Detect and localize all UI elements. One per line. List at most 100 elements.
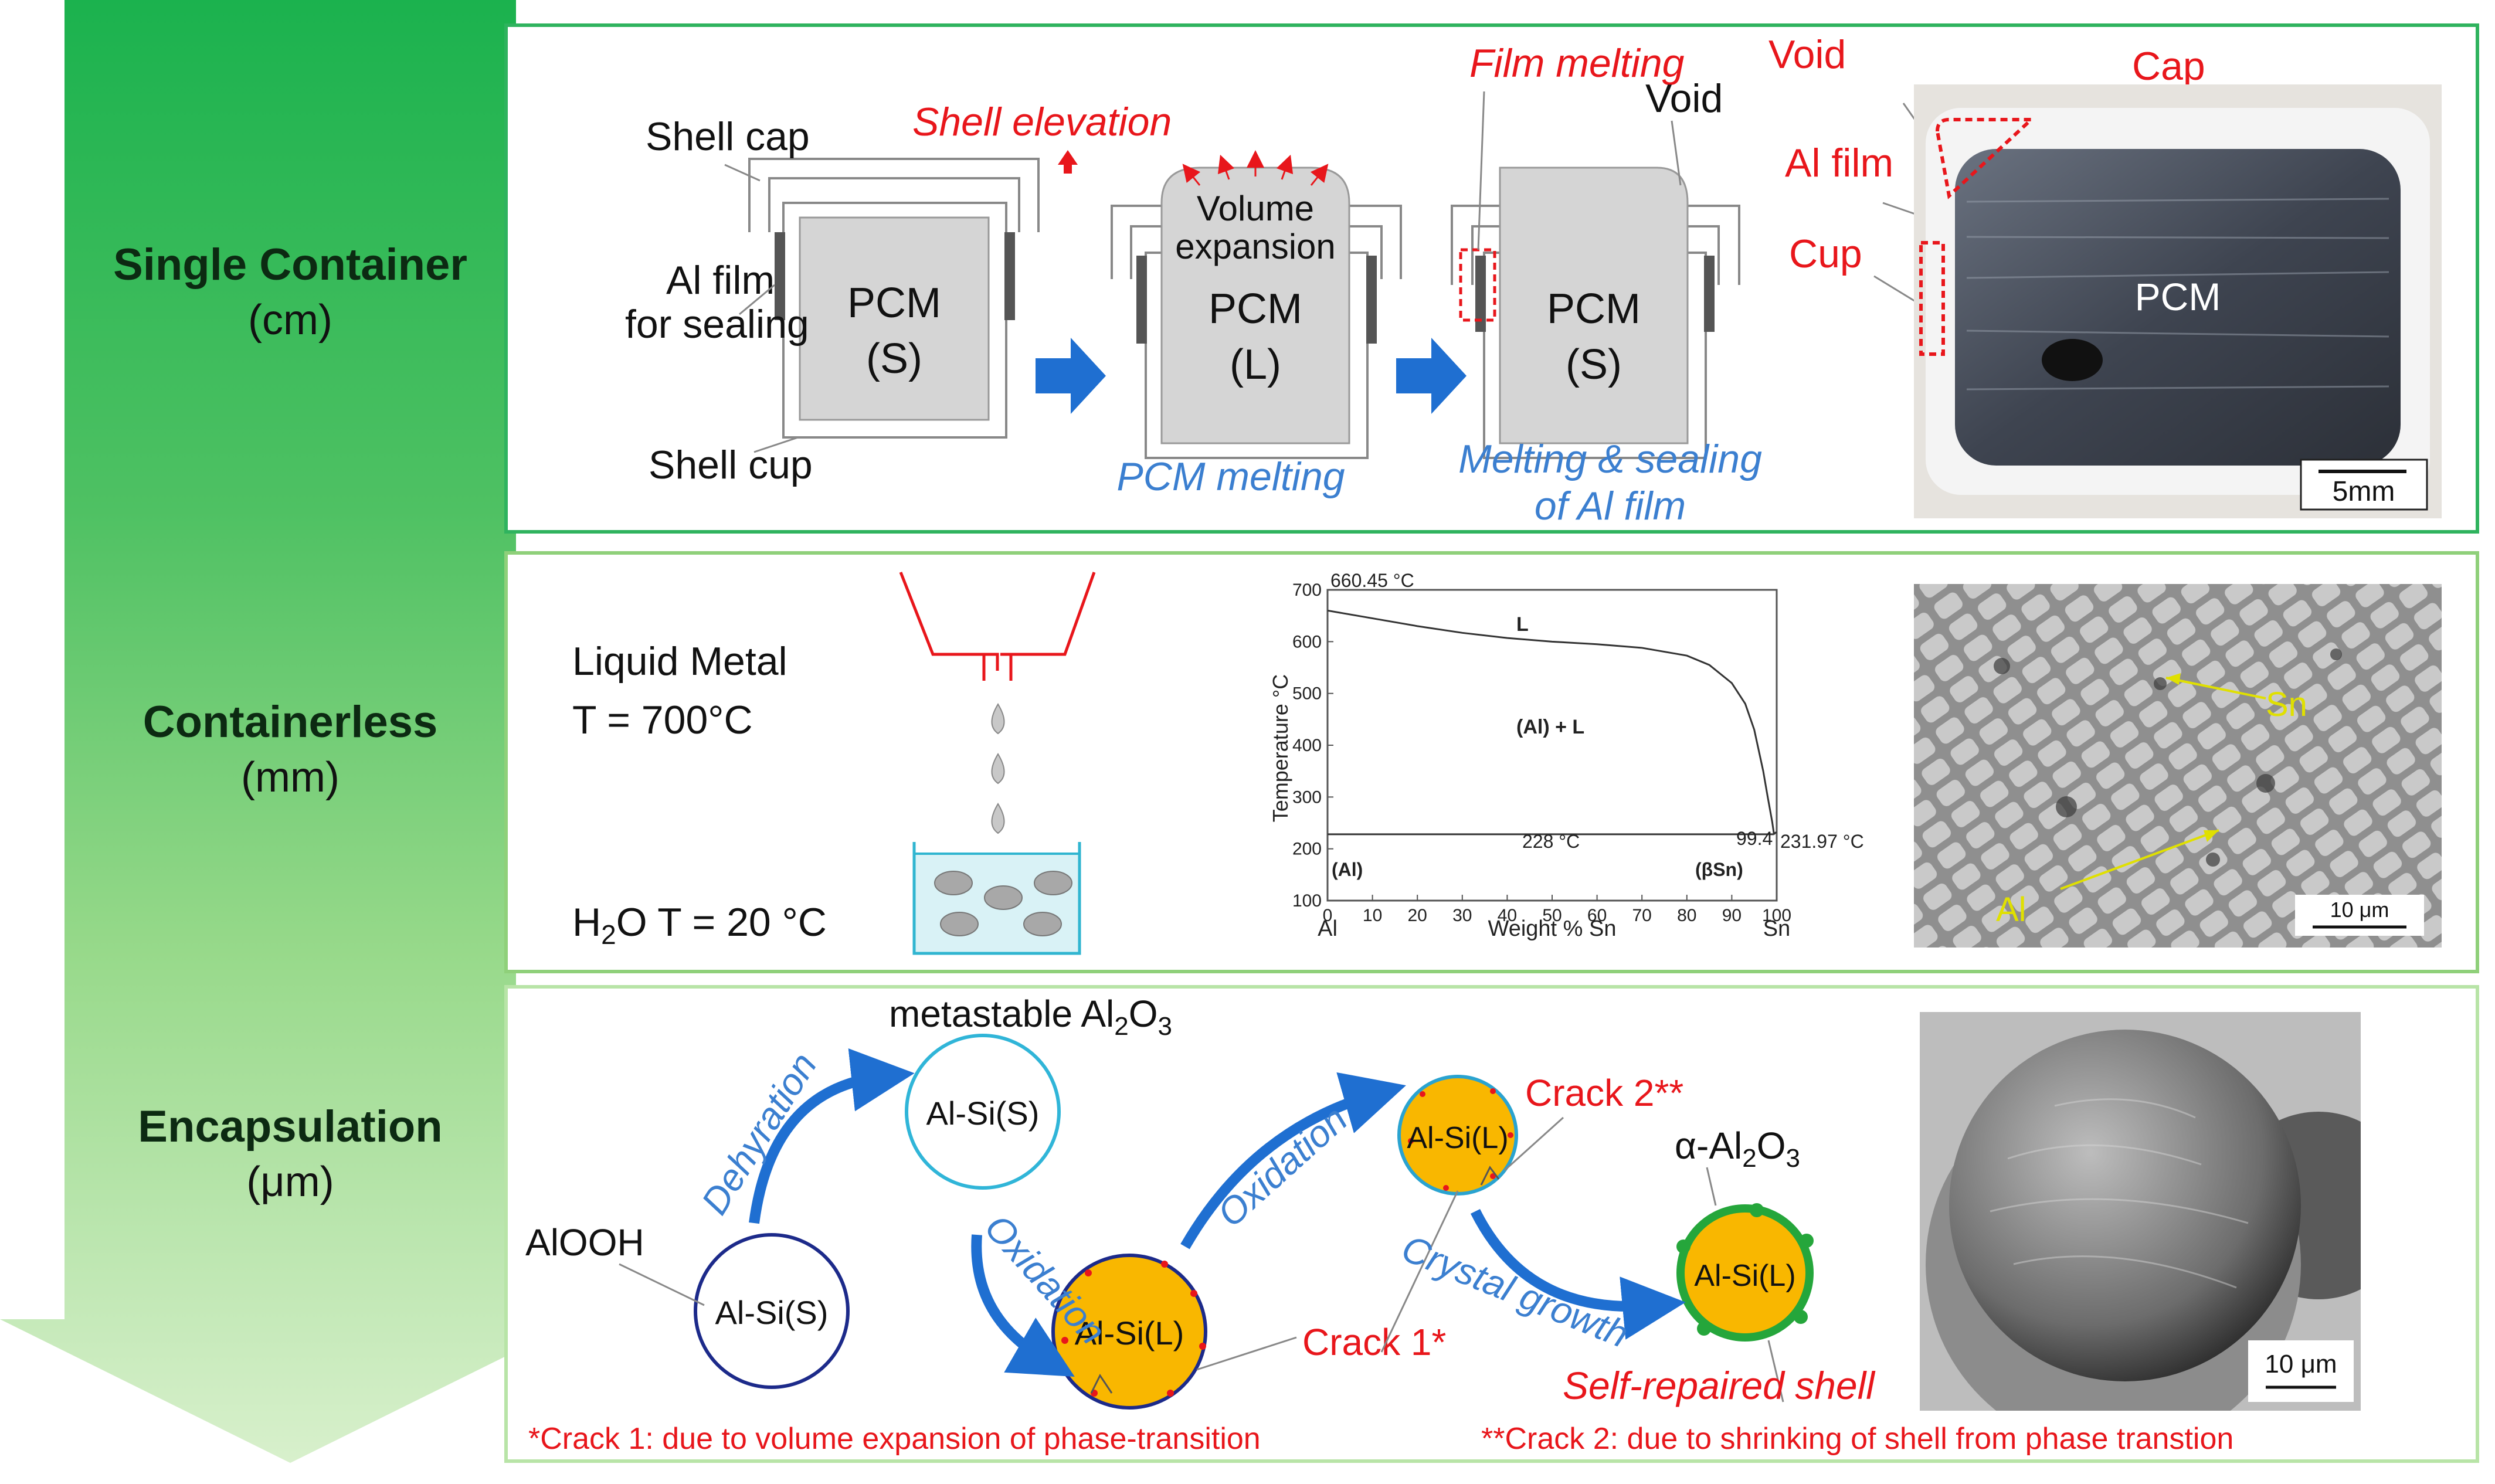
of-al-film-label: of Al film [1535, 484, 1686, 528]
annotation-t-al: 660.45 °C [1330, 570, 1414, 591]
y-tick-label: 600 [1292, 632, 1322, 651]
state-label: (S) [1566, 341, 1622, 388]
container-photo: PCM 5mm [1914, 84, 2442, 518]
alpha-al2o3-label: α-Al2O3 [1675, 1125, 1800, 1173]
container-solid-pcm: PCM (S) [748, 158, 1040, 439]
pcm-label: PCM [1547, 286, 1641, 332]
self-repaired-label: Self-repaired shell [1563, 1364, 1876, 1407]
particle-label: Al-Si(L) [1407, 1121, 1508, 1155]
crack2-note: **Crack 2: due to shrinking of shell fro… [1481, 1422, 2233, 1456]
row-unit: (cm) [248, 296, 332, 344]
elevation-arrow [1058, 150, 1078, 174]
x-tick-label: 90 [1722, 906, 1742, 925]
scale-bar-label: 5mm [2333, 476, 2395, 507]
row-label-encapsulation: Encapsulation (μm) [65, 1102, 516, 1210]
annotation-phase-sn: (βSn) [1695, 859, 1743, 880]
y-tick-label: 700 [1292, 580, 1322, 600]
oxidation-arrow-1 [971, 1234, 1075, 1377]
sem-particle-image: 10 μm [1920, 1012, 2361, 1411]
dehydration-arrow [749, 1048, 915, 1224]
alooh-particle: Al-Si(S) [694, 1233, 850, 1389]
x-end-sn: Sn [1763, 916, 1790, 941]
void-label: Void [1645, 76, 1723, 121]
al-film-label-2: for sealing [625, 302, 809, 347]
photo-pcm-label: PCM [2135, 275, 2221, 318]
pcm-label: PCM [1209, 286, 1302, 332]
shell-cap-label: Shell cap [646, 114, 810, 159]
crystal-growth-arrow [1470, 1208, 1686, 1340]
process-arrow [1036, 338, 1106, 414]
y-axis-label: Temperature °C [1268, 674, 1292, 823]
photo-cap-label: Cap [2132, 44, 2205, 89]
photo-al-film-label: Al film [1785, 141, 1893, 185]
photo-cup-label: Cup [1789, 232, 1862, 276]
micrograph-sn-label: Sn [2266, 685, 2307, 724]
row-unit: (μm) [246, 1158, 334, 1205]
water-temp-label: H2O T = 20 °C [572, 900, 827, 950]
x-tick-label: 50 [1542, 906, 1562, 925]
volume-label: Volume [1197, 189, 1314, 228]
state-label: (L) [1230, 341, 1281, 388]
row-title: Single Container [113, 240, 467, 290]
single-container-panel: PCM (S) Shell cap Al film for sealing Sh… [504, 23, 2479, 534]
row-label-single: Single Container (cm) [65, 240, 516, 348]
crack1-note: *Crack 1: due to volume expansion of pha… [528, 1422, 1261, 1456]
film-melting-label: Film melting [1469, 41, 1685, 86]
particle-label: Al-Si(L) [1694, 1259, 1795, 1293]
x-tick-label: 70 [1632, 906, 1652, 925]
alooh-label: AlOOH [525, 1221, 644, 1264]
annotation-phase-al: (Al) [1332, 859, 1363, 880]
containerless-panel: Liquid Metal T = 700°C H2O T = 20 °C [504, 551, 2479, 973]
sem-scale-label: 10 μm [2265, 1350, 2337, 1378]
x-tick-label: 10 [1363, 906, 1382, 925]
liquid-temp-label: T = 700°C [572, 698, 753, 742]
x-end-al: Al [1318, 916, 1338, 941]
metal-droplets [991, 703, 1005, 834]
pcm-label: PCM [847, 280, 941, 327]
container-liquid-pcm: Volume expansion PCM (L) [1111, 150, 1402, 459]
row-label-containerless: Containerless (mm) [65, 698, 516, 805]
liquid-metal-label: Liquid Metal [572, 639, 787, 684]
y-tick-label: 500 [1292, 684, 1322, 704]
self-repaired-particle: Al-Si(L) [1676, 1203, 1814, 1342]
annotation-t-sn: 231.97 °C [1780, 831, 1864, 852]
state-label: (S) [866, 335, 922, 382]
annotation-eutectic-t: 228 °C [1522, 831, 1580, 852]
shell-elevation-label: Shell elevation [912, 100, 1172, 144]
y-tick-label: 400 [1292, 736, 1322, 755]
expansion-label: expansion [1175, 227, 1336, 266]
plot-area [1326, 589, 1778, 902]
phase-boundary-line-2 [1773, 831, 1777, 835]
phase-boundary-line-1 [1327, 609, 1775, 835]
particle-label: Al-Si(L) [1075, 1315, 1184, 1351]
metastable-particle: Al-Si(S) [905, 1034, 1061, 1190]
x-tick-label: 30 [1452, 906, 1472, 925]
crack2-label: Crack 2** [1525, 1072, 1683, 1114]
pcm-melting-label: PCM melting [1116, 454, 1345, 499]
micrograph-al-label: Al [1996, 891, 2026, 929]
particle-label: Al-Si(S) [926, 1095, 1040, 1132]
row-unit: (mm) [241, 753, 340, 801]
row-title: Containerless [142, 697, 438, 747]
al-sn-micrograph: Sn Al 10 μm [1914, 584, 2442, 948]
crack2-particle: Al-Si(L) [1397, 1075, 1518, 1196]
x-tick-label: 80 [1677, 906, 1696, 925]
annotation-phase-al-l: (Al) + L [1516, 716, 1584, 738]
x-tick-label: 100 [1762, 906, 1791, 925]
container-sealed-pcm: PCM (S) [1451, 167, 1740, 459]
oxidation-arrow-2 [1180, 1072, 1406, 1249]
water-bath [912, 842, 1081, 955]
x-tick-label: 60 [1587, 906, 1607, 925]
annotation-eutectic-x: 99.4 [1736, 828, 1773, 849]
y-tick-label: 200 [1292, 840, 1322, 859]
row-title: Encapsulation [138, 1102, 443, 1152]
y-tick-label: 300 [1292, 787, 1322, 807]
al-film-label: Al film [666, 258, 775, 303]
particle-label: Al-Si(S) [715, 1294, 829, 1331]
x-tick-label: 40 [1498, 906, 1517, 925]
shell-cup-label: Shell cup [649, 443, 813, 487]
metastable-al2o3-label: metastable Al2O3 [889, 993, 1172, 1041]
